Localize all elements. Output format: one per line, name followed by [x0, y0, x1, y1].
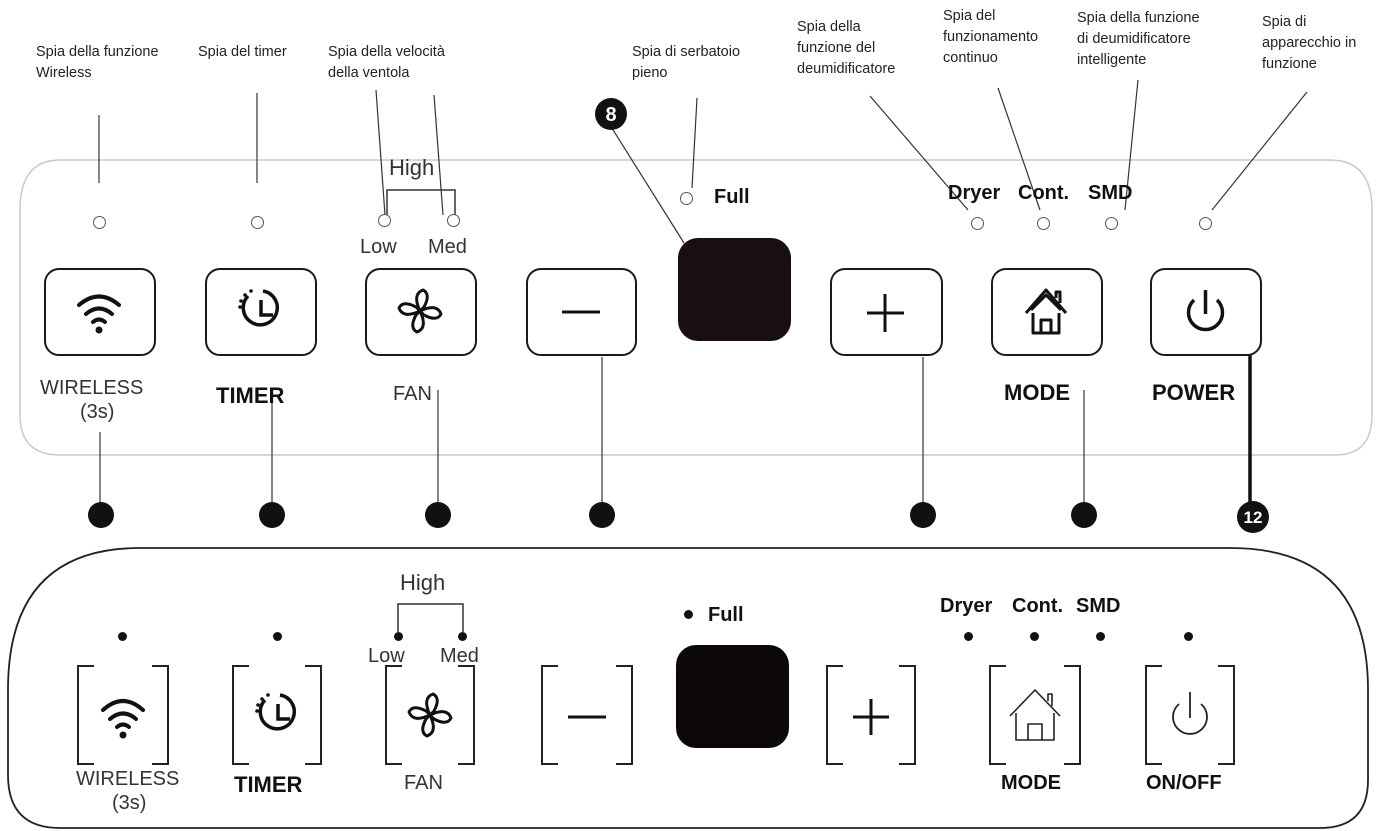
- mode-button[interactable]: [991, 268, 1103, 356]
- timer-icon: [238, 289, 279, 327]
- timer-button[interactable]: [205, 268, 317, 356]
- fan-label: FAN: [393, 383, 432, 405]
- wireless-hint-bottom: (3s): [112, 792, 147, 814]
- wireless-label: WIRELESS: [40, 377, 144, 399]
- timer-button-bottom[interactable]: [235, 668, 319, 762]
- fan-button-bottom[interactable]: [388, 668, 472, 762]
- plus-icon: [853, 699, 889, 735]
- fan-icon: [407, 692, 453, 738]
- power-label: POWER: [1152, 380, 1236, 405]
- power-icon: [1172, 692, 1208, 735]
- number-dot-timer: [259, 502, 285, 528]
- high-label-bottom: High: [400, 570, 446, 595]
- wireless-button[interactable]: [44, 268, 156, 356]
- smd-indicator: [1105, 217, 1118, 230]
- full-indicator: [680, 192, 693, 205]
- fan-button[interactable]: [365, 268, 477, 356]
- minus-icon: [568, 715, 606, 719]
- number-dot-minus: [589, 502, 615, 528]
- minus-button-bottom[interactable]: [544, 668, 630, 762]
- timer-indicator: [251, 216, 264, 229]
- high-label: High: [389, 155, 435, 180]
- callout-dryer: Spia della funzione del deumidificatore: [797, 19, 896, 77]
- marker-8: 8: [595, 98, 627, 130]
- timer-icon: [255, 693, 296, 731]
- smd-label-bottom: SMD: [1076, 595, 1121, 617]
- timer-label: TIMER: [216, 383, 285, 408]
- number-dot-mode: [1071, 502, 1097, 528]
- callout-smart: Spia della funzione di deumidificatore i…: [1077, 10, 1200, 68]
- fan-label-bottom: FAN: [404, 772, 443, 794]
- fan-med-dot: [458, 632, 467, 641]
- home-icon: [1024, 288, 1068, 335]
- number-dot-fan: [425, 502, 451, 528]
- mode-label: MODE: [1004, 380, 1070, 405]
- med-label: Med: [428, 236, 467, 258]
- callout-fan-speed: Spia della velocità della ventola: [328, 44, 445, 81]
- dryer-indicator: [971, 217, 984, 230]
- wifi-icon: [101, 699, 145, 739]
- cont-label-bottom: Cont.: [1012, 595, 1064, 617]
- power-button[interactable]: [1150, 268, 1262, 356]
- cont-label: Cont.: [1018, 182, 1070, 204]
- power-icon: [1186, 290, 1225, 332]
- fan-med-indicator: [447, 214, 460, 227]
- dryer-dot: [964, 632, 973, 641]
- wifi-icon: [77, 294, 121, 334]
- callout-wireless: Spia della funzione Wireless: [36, 44, 159, 81]
- minus-icon: [562, 310, 600, 314]
- marker-12-label: 12: [1244, 508, 1263, 527]
- display-screen-bottom: [676, 645, 789, 748]
- wireless-dot: [118, 632, 127, 641]
- callout-timer: Spia del timer: [198, 44, 287, 60]
- plus-button-bottom[interactable]: [829, 668, 913, 762]
- onoff-label-bottom: ON/OFF: [1146, 772, 1222, 794]
- mode-label-bottom: MODE: [1001, 772, 1061, 794]
- wireless-label-bottom: WIRELESS: [76, 768, 180, 790]
- power-indicator: [1199, 217, 1212, 230]
- fan-low-dot: [394, 632, 403, 641]
- callout-power-on: Spia di apparecchio in funzione: [1262, 14, 1357, 72]
- smd-label: SMD: [1088, 182, 1133, 204]
- callout-continuous: Spia del funzionamento continuo: [943, 8, 1039, 66]
- cont-dot: [1030, 632, 1039, 641]
- number-dot-plus: [910, 502, 936, 528]
- full-label: Full: [714, 186, 750, 208]
- low-label: Low: [360, 236, 397, 258]
- marker-8-label: 8: [605, 104, 616, 126]
- cont-indicator: [1037, 217, 1050, 230]
- mode-button-bottom[interactable]: [992, 668, 1078, 762]
- smd-dot: [1096, 632, 1105, 641]
- wireless-hint: (3s): [80, 401, 115, 423]
- number-dot-wireless: [88, 502, 114, 528]
- timer-dot: [273, 632, 282, 641]
- dryer-label: Dryer: [948, 182, 1001, 204]
- display-screen: [678, 238, 791, 341]
- minus-button[interactable]: [526, 268, 637, 356]
- home-icon: [1009, 689, 1061, 741]
- callout-full-tank: Spia di serbatoio pieno: [632, 44, 741, 81]
- plus-button[interactable]: [830, 268, 943, 356]
- marker-12: 12: [1237, 501, 1269, 533]
- wireless-indicator: [93, 216, 106, 229]
- onoff-button-bottom[interactable]: [1148, 668, 1232, 762]
- low-label-bottom: Low: [368, 645, 405, 667]
- bottom-panel-outline: [7, 547, 1369, 829]
- onoff-dot: [1184, 632, 1193, 641]
- plus-icon: [867, 294, 904, 332]
- dryer-label-bottom: Dryer: [940, 595, 993, 617]
- full-dot: [684, 610, 693, 619]
- timer-label-bottom: TIMER: [234, 772, 303, 797]
- med-label-bottom: Med: [440, 645, 479, 667]
- top-panel-outline: [19, 159, 1373, 456]
- fan-low-indicator: [378, 214, 391, 227]
- wireless-button-bottom[interactable]: [80, 668, 166, 762]
- full-label-bottom: Full: [708, 604, 744, 626]
- fan-icon: [397, 288, 443, 334]
